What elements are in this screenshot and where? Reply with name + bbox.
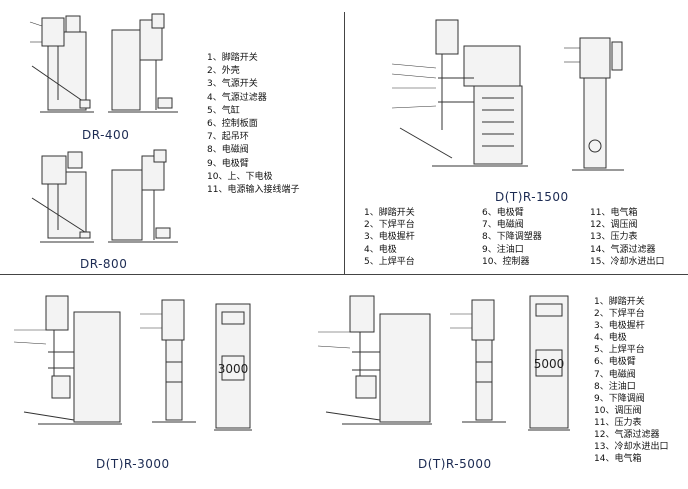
legend-item: 10、上、下电极	[207, 171, 273, 182]
legend-item: 12、调压阀	[590, 220, 638, 231]
dtr5000-title: D(T)R-5000	[418, 457, 492, 471]
legend-item: 8、电磁阀	[207, 145, 249, 156]
legend-item: 8、注油口	[594, 381, 636, 392]
dtr1500-title: D(T)R-1500	[495, 190, 569, 204]
legend-item: 4、电极	[594, 333, 627, 344]
dtr5000-electrical-cabinet: 5000	[528, 295, 570, 431]
legend-item: 7、电磁阀	[482, 220, 524, 231]
dr400-front-view	[29, 15, 94, 113]
legend-item: 1、脚踏开关	[207, 53, 258, 63]
dtr3000-title: D(T)R-3000	[96, 457, 170, 471]
dtr1500-legend-col2: 6、电极臂 7、电磁阀 8、下降调塑器 9、注油口 10、控制器	[482, 207, 542, 268]
legend-item: 13、压力表	[590, 232, 638, 243]
legend-item: 10、调压阀	[594, 405, 642, 416]
legend-item: 2、外壳	[207, 66, 240, 77]
legend-item: 7、电磁阀	[594, 369, 636, 380]
dr800-side-view	[108, 149, 178, 243]
horizontal-divider	[0, 274, 688, 275]
vertical-divider	[344, 12, 345, 274]
legend-item: 11、压力表	[594, 417, 642, 428]
legend-item: 3、电极握杆	[594, 321, 645, 332]
legend-item: 1、脚踏开关	[594, 297, 645, 307]
legend-item: 3、电极握杆	[364, 232, 415, 243]
legend-item: 15、冷却水进出口	[590, 256, 665, 267]
dr400-title: DR-400	[82, 128, 130, 142]
dtr1500-legend-col1: 1、脚踏开关 2、下焊平台 3、电极握杆 4、电极 5、上焊平台	[364, 207, 415, 268]
legend-item: 12、气源过滤器	[594, 430, 660, 441]
dr-parts-legend: 1、脚踏开关 2、外壳 3、气源开关 4、气源过滤器 5、气缸 6、控制板面 7…	[207, 52, 299, 197]
legend-item: 10、控制器	[482, 256, 530, 267]
legend-item: 14、电气箱	[594, 454, 642, 465]
dtr5000-box-label: 5000	[534, 357, 565, 371]
legend-item: 5、上焊平台	[594, 345, 645, 356]
legend-item: 13、冷却水进出口	[594, 442, 669, 453]
legend-item: 9、注油口	[482, 244, 524, 255]
dtr1500-legend-col3: 11、电气箱 12、调压阀 13、压力表 14、气源过滤器 15、冷却水进出口	[590, 207, 664, 268]
legend-item: 6、电极臂	[482, 208, 524, 218]
legend-item: 3、气源开关	[207, 79, 258, 90]
legend-item: 14、气源过滤器	[590, 244, 656, 255]
dtr3000-electrical-cabinet: 3000	[214, 303, 252, 431]
dtr5000-parts-legend: 1、脚踏开关 2、下焊平台 3、电极握杆 4、电极 5、上焊平台 6、电极臂 7…	[594, 296, 668, 465]
legend-item: 8、下降调塑器	[482, 232, 542, 243]
dtr3000-side-view	[13, 295, 122, 425]
legend-item: 4、电极	[364, 244, 397, 255]
dr800-title: DR-800	[80, 257, 128, 271]
legend-item: 4、气源过滤器	[207, 92, 267, 103]
dr400-side-view	[108, 13, 178, 113]
legend-item: 9、电极臂	[207, 158, 249, 169]
legend-item: 2、下焊平台	[364, 220, 415, 231]
legend-item: 6、电极臂	[594, 357, 636, 368]
legend-item: 1、脚踏开关	[364, 208, 415, 218]
legend-item: 5、气缸	[207, 105, 240, 116]
dtr3000-front-view	[140, 299, 196, 423]
dtr1500-side-view	[391, 19, 528, 167]
dtr5000-side-view	[317, 295, 432, 425]
legend-item: 6、控制板面	[207, 118, 258, 129]
dtr5000-front-view	[450, 299, 506, 423]
legend-item: 7、起吊环	[207, 132, 249, 143]
dtr3000-box-label: 3000	[218, 362, 249, 376]
legend-item: 2、下焊平台	[594, 309, 645, 320]
legend-item: 5、上焊平台	[364, 256, 415, 267]
legend-item: 9、下降调阀	[594, 393, 645, 404]
dtr1500-front-view	[564, 37, 624, 171]
legend-item: 11、电源输入接线端子	[207, 184, 300, 195]
legend-item: 11、电气箱	[590, 208, 638, 218]
dr800-front-view	[31, 151, 94, 243]
